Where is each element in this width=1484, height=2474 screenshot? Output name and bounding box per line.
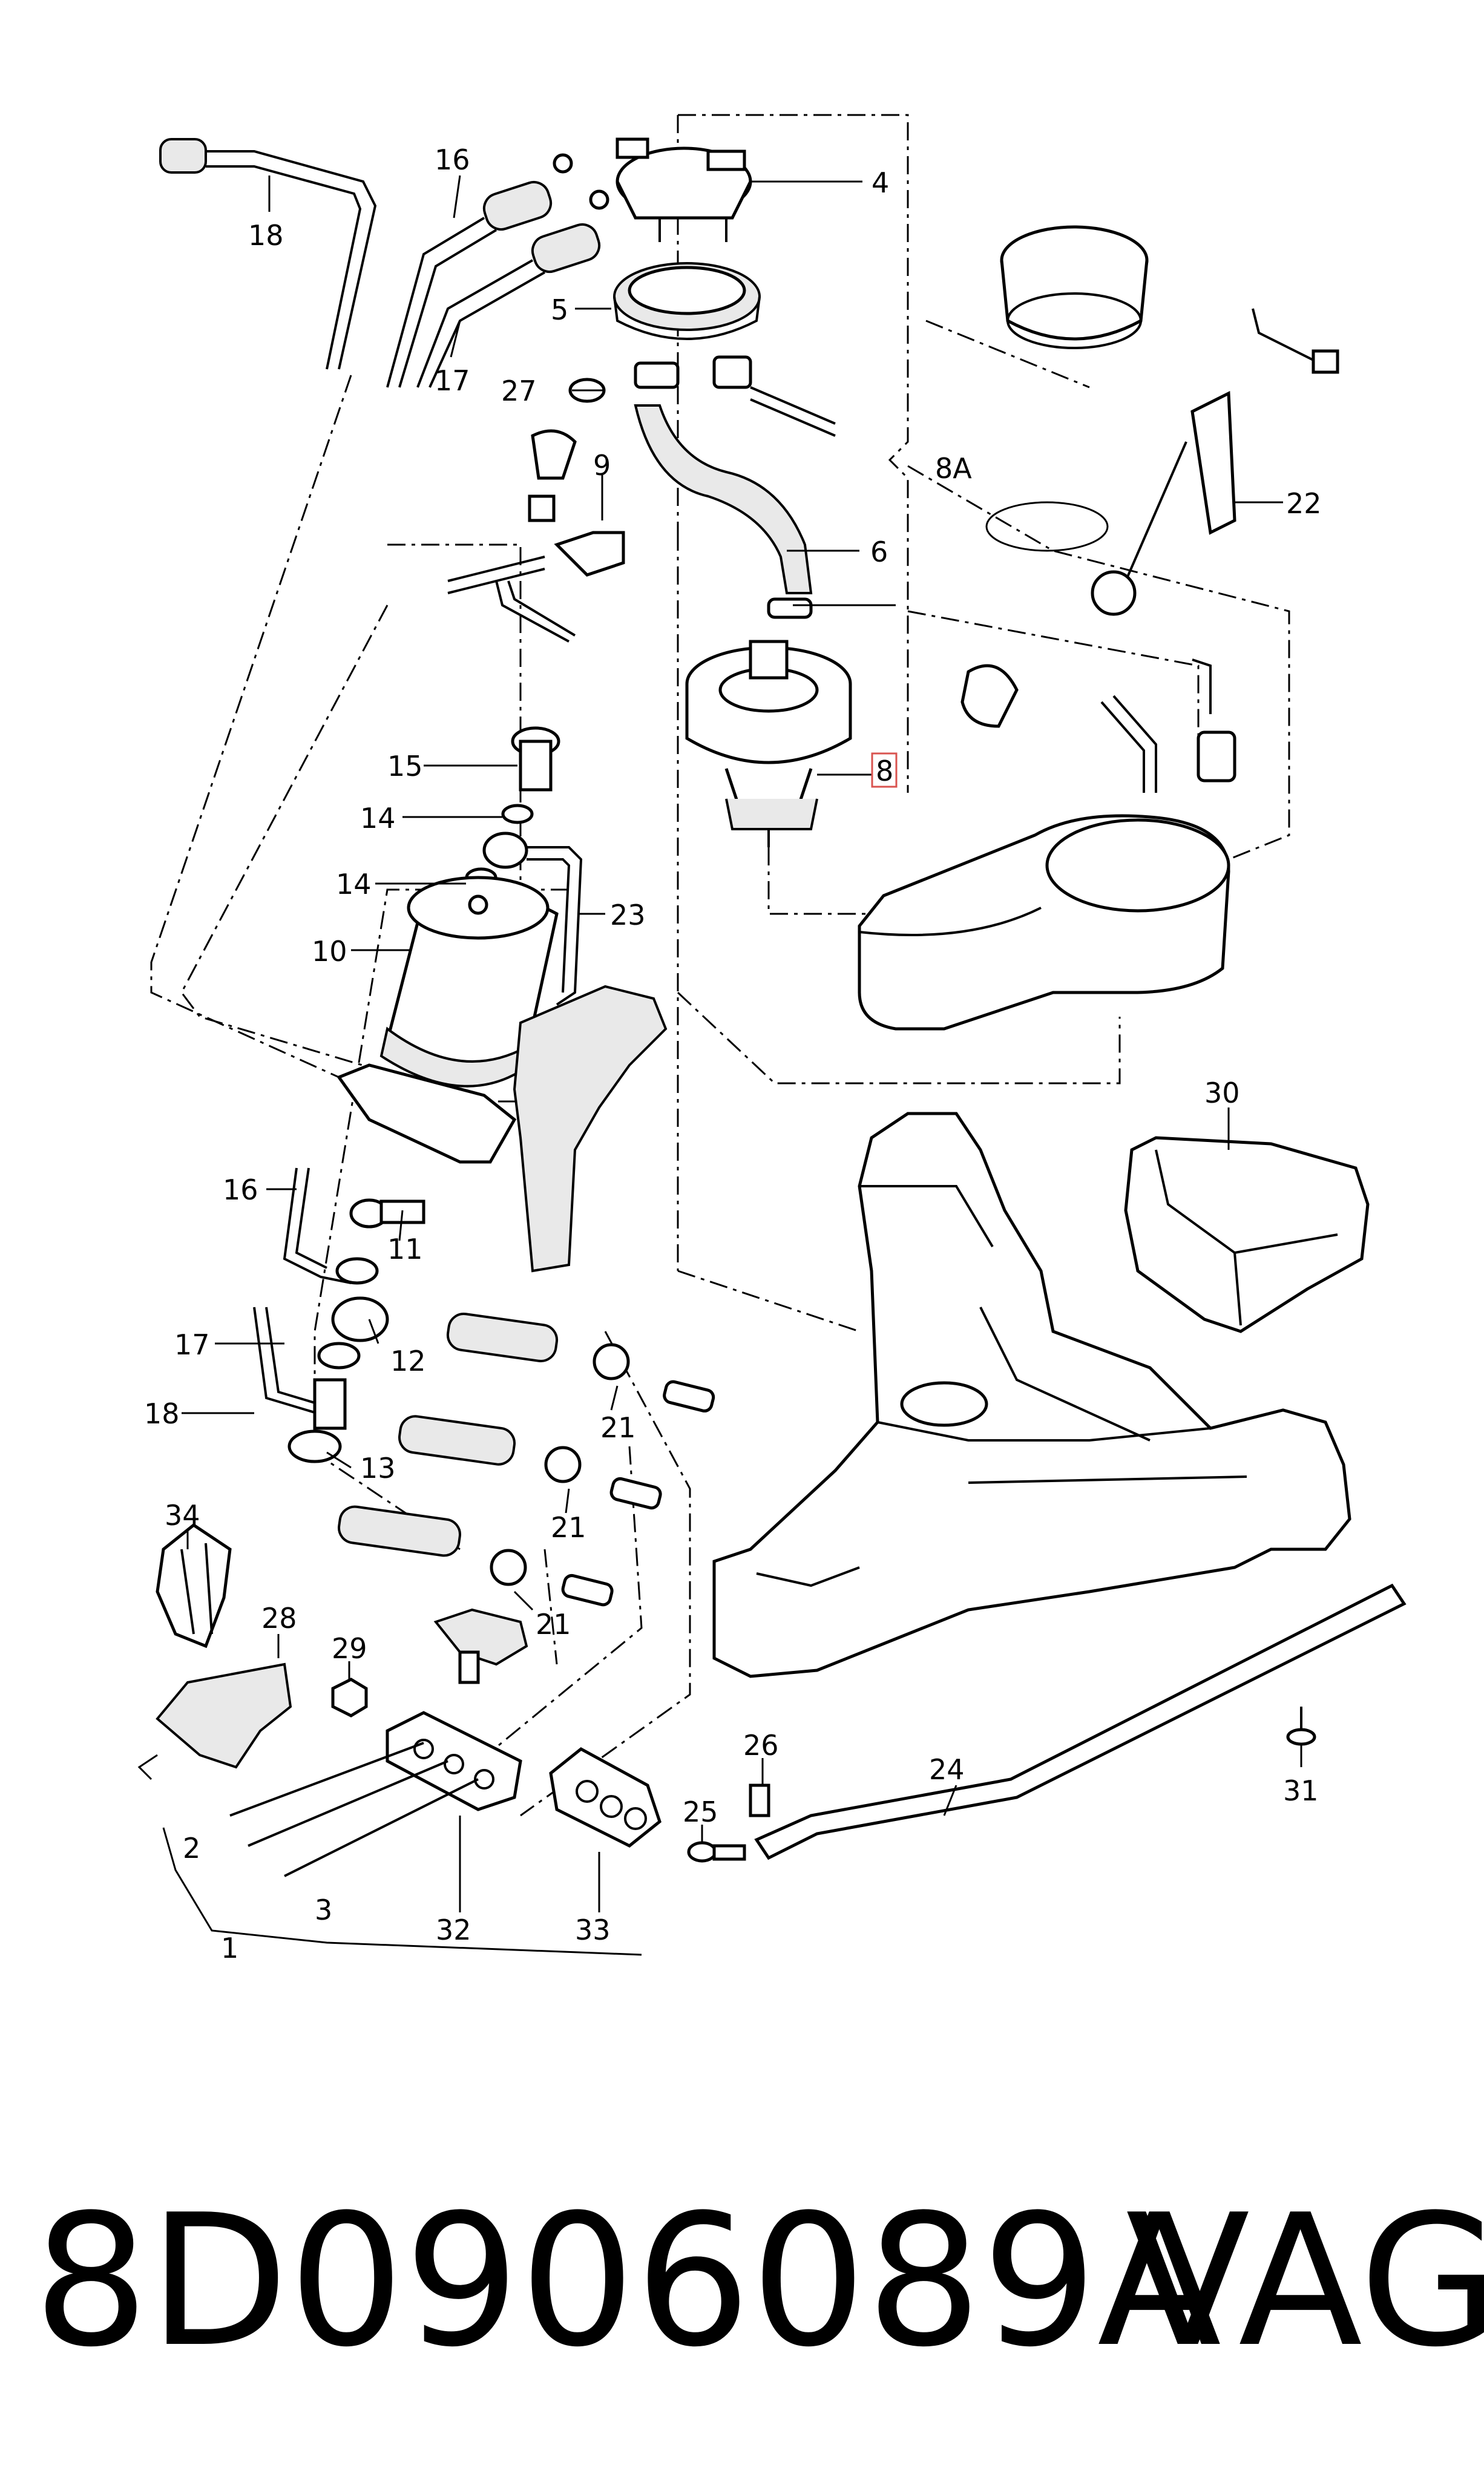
part-6-hose [634, 355, 836, 619]
part-number: 8D0906089A [33, 2176, 1222, 2387]
label-34: 34 [165, 1499, 200, 1532]
label-32: 32 [436, 1914, 471, 1946]
label-27: 27 [501, 375, 537, 407]
assembly-outline [150, 114, 1290, 1956]
highlight-box-8 [871, 752, 898, 788]
part-25-bolt [687, 1841, 746, 1863]
label-29: 29 [332, 1632, 367, 1665]
label-3: 3 [315, 1894, 332, 1926]
part-15-banjo-bolt [511, 726, 560, 792]
label-18-lower: 18 [144, 1397, 180, 1430]
locking-ring [1000, 225, 1149, 349]
hose-clip [433, 1608, 528, 1666]
label-21-b: 21 [551, 1511, 586, 1544]
label-10: 10 [312, 935, 347, 968]
part-11-bolt [349, 1198, 425, 1229]
direction-arrow [137, 1754, 158, 1780]
part-24-tank-strap [754, 1583, 1407, 1860]
label-16-top: 16 [435, 143, 470, 176]
label-8: 8 [876, 755, 893, 787]
part-labels: 18 16 4 5 17 27 9 8A 22 6 8 15 14 14 23 … [144, 143, 1322, 1964]
label-2: 2 [183, 1832, 200, 1865]
part-34-clip [156, 1523, 232, 1649]
caption: 8D0906089A VAG [0, 2154, 1484, 2409]
exploded-parts-diagram: 18 16 4 5 17 27 9 8A 22 6 8 15 14 14 23 … [137, 114, 1407, 1964]
part-32-line-holder [229, 1711, 522, 1877]
fuel-tank [712, 1112, 1351, 1678]
part-16-17-upper-lines [386, 153, 609, 388]
part-9-connector [447, 429, 625, 643]
label-14-upper: 14 [360, 802, 396, 835]
part-29-nut [331, 1678, 368, 1718]
part-4-flange [616, 137, 752, 242]
part-28-bracket [156, 1662, 292, 1769]
label-16-lower: 16 [223, 1173, 258, 1206]
label-21-c: 21 [536, 1608, 571, 1641]
filter-bracket [337, 985, 668, 1273]
part-33-line-holder [549, 1747, 662, 1848]
clip-bolt [458, 1650, 480, 1684]
label-9: 9 [593, 449, 611, 482]
part-14-banjo [482, 832, 583, 1006]
label-26: 26 [743, 1729, 779, 1762]
part-18-upper-line [159, 138, 377, 370]
label-25: 25 [683, 1796, 718, 1828]
label-15: 15 [387, 750, 423, 783]
label-17-lower: 17 [174, 1328, 210, 1361]
swirl-pot-reservoir [858, 814, 1230, 1031]
return-pipe [1100, 658, 1236, 793]
leader-lines [182, 175, 1302, 1912]
part-12-bushing [317, 1257, 389, 1370]
label-28: 28 [261, 1602, 297, 1635]
part-13-banjo-bolt [287, 1378, 347, 1463]
part-21-hoses [338, 1313, 715, 1607]
part-10-fuel-filter [379, 876, 559, 1088]
label-14-lower: 14 [336, 868, 372, 901]
label-1: 1 [221, 1932, 238, 1964]
large-seal [985, 501, 1109, 552]
label-21-a: 21 [600, 1411, 636, 1444]
label-17-top: 17 [435, 364, 470, 397]
label-8A: 8A [935, 452, 972, 485]
label-6: 6 [870, 536, 888, 568]
label-30: 30 [1204, 1077, 1240, 1109]
label-24: 24 [929, 1753, 965, 1786]
label-12: 12 [390, 1345, 426, 1377]
label-22: 22 [1286, 487, 1322, 520]
part-31-bolt [1286, 1707, 1316, 1746]
part-8-fuel-pump [685, 640, 852, 847]
label-33: 33 [575, 1914, 611, 1946]
part-14-seal-upper [501, 804, 534, 824]
retaining-clip [960, 664, 1019, 728]
label-4: 4 [872, 166, 889, 199]
label-5: 5 [551, 294, 568, 326]
part-30-heat-shield [1124, 1136, 1370, 1333]
part-26-clip [749, 1783, 770, 1817]
label-31: 31 [1283, 1774, 1319, 1807]
label-13: 13 [360, 1452, 396, 1485]
label-23: 23 [610, 899, 646, 931]
part-5-seal-ring [613, 262, 761, 340]
brand-name: VAG [1126, 2176, 1484, 2387]
part-22-level-sender [1091, 308, 1339, 616]
label-11: 11 [387, 1233, 423, 1265]
label-18-top: 18 [248, 219, 284, 252]
